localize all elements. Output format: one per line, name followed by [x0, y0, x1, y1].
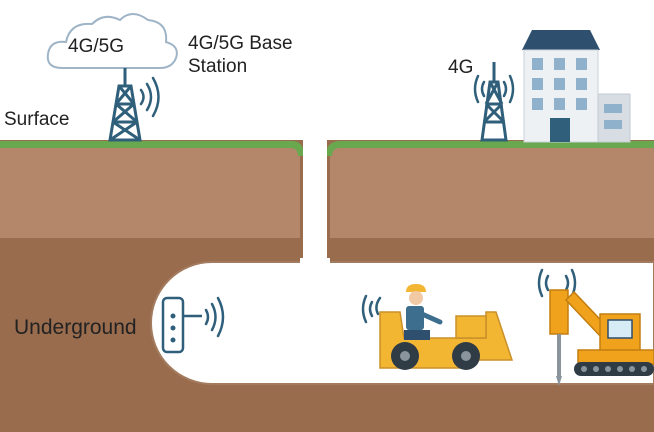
- loader-vehicle-icon: [379, 311, 514, 370]
- cell-tower-icon: [480, 62, 508, 142]
- wall-router-icon: [161, 296, 202, 354]
- signal-waves-icon: [361, 294, 382, 324]
- shaft: [303, 140, 327, 268]
- worker-icon: [404, 284, 443, 340]
- signal-waves-icon: [139, 76, 160, 118]
- cloud-icon: [46, 13, 178, 69]
- building-icon: [522, 30, 631, 143]
- tunnel-fill-top: [300, 258, 330, 266]
- grass-left: [0, 141, 304, 156]
- cell-tower-icon: [108, 68, 142, 142]
- base-station-label-line2: Station: [188, 56, 248, 77]
- right-tower-label: 4G: [448, 57, 474, 78]
- signal-waves-icon: [473, 74, 515, 104]
- tunnel: [150, 261, 654, 385]
- grass-right: [326, 141, 654, 156]
- signal-waves-icon: [204, 296, 225, 338]
- drill-rig-icon: [549, 289, 654, 386]
- cloud-label: 4G/5G: [68, 36, 124, 57]
- left-soil-block: [0, 146, 300, 238]
- surface-label: Surface: [4, 109, 70, 130]
- right-soil-block: [330, 146, 654, 238]
- underground-label: Underground: [14, 316, 137, 339]
- base-station-label-line1: 4G/5G Base: [188, 33, 293, 54]
